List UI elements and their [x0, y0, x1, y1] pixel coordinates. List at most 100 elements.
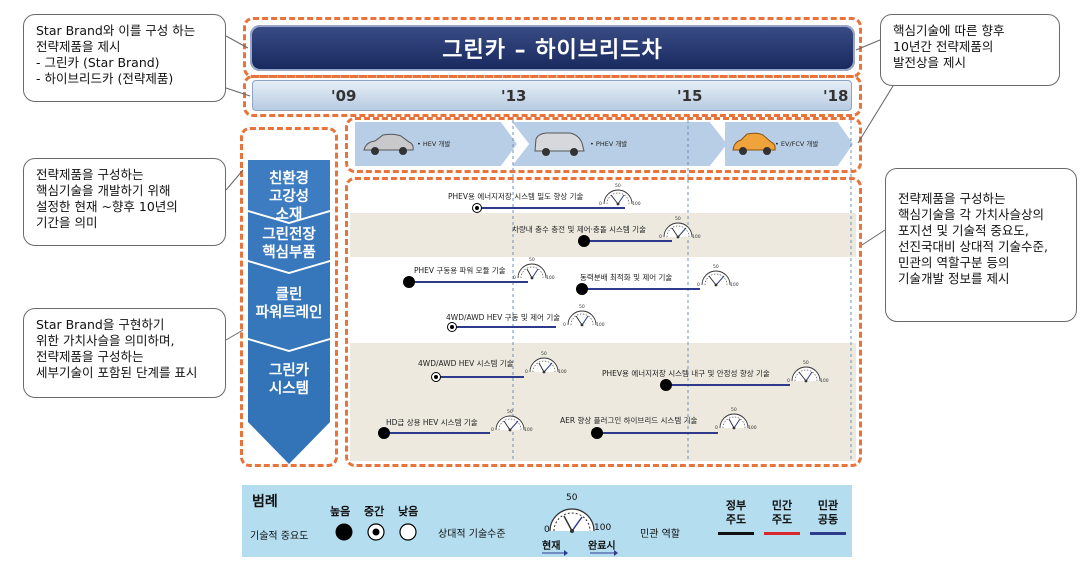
timeline-bar: '09 '13 '15 '18	[252, 80, 852, 111]
importance-dot-inner	[475, 206, 479, 210]
importance-dot	[660, 379, 672, 391]
product-hev: • HEV 개발	[355, 122, 517, 166]
relative-level-gauge-icon: 50 0 100	[563, 304, 605, 328]
svg-text:50: 50	[713, 264, 719, 270]
importance-dot	[576, 283, 588, 295]
legend-gauge-max: 100	[594, 523, 612, 533]
svg-text:50: 50	[541, 351, 547, 357]
legend-title: 범례	[252, 494, 278, 510]
car-phev-icon	[534, 132, 585, 156]
stage-electronics: 그린전장 핵심부품	[262, 227, 316, 261]
product-label: • PHEV 개발	[590, 140, 628, 148]
svg-text:0: 0	[715, 425, 718, 431]
legend-arrows-icon	[542, 550, 618, 556]
legend-line-joint	[810, 532, 846, 535]
svg-text:50: 50	[507, 409, 513, 415]
svg-text:100: 100	[524, 427, 533, 433]
legend-gauge-icon	[549, 508, 595, 533]
importance-dot-inner	[450, 325, 454, 329]
svg-text:50: 50	[615, 183, 621, 189]
svg-text:50: 50	[803, 360, 809, 366]
importance-dot	[378, 427, 390, 439]
stage-material: 친환경 고강성 소재	[268, 171, 310, 223]
svg-text:50: 50	[675, 216, 681, 222]
callout-bottom-left: Star Brand을 구현하기 위한 가치사슬을 의미하며, 전략제품을 구성…	[23, 308, 226, 398]
legend-current-label: 현재	[542, 541, 561, 552]
importance-circles-icon	[335, 523, 417, 541]
svg-text:0: 0	[491, 427, 494, 433]
stage-system: 그린카 시스템	[268, 363, 310, 397]
technology-label: PHEV용 에너지저장 시스템 내구 및 안정성 향상 기술	[602, 369, 770, 378]
legend-level-mid: 중간	[364, 505, 385, 518]
relative-level-gauge-icon: 50 0 100	[491, 409, 533, 433]
product-label: • EV/FCV 개발	[775, 140, 819, 148]
svg-text:100: 100	[596, 322, 605, 328]
callout-right: 전략제품을 구성하는 핵심기술을 각 가치사슬상의 포지션 및 기술적 중요도,…	[885, 168, 1077, 322]
technology-label: PHEV용 에너지저장 시스템 밀도 향상 기술	[448, 192, 584, 201]
legend-role-gov: 정부 주도	[725, 499, 747, 526]
band-system	[350, 343, 856, 461]
svg-text:50: 50	[731, 407, 737, 413]
relative-level-gauge-icon: 50 0 100	[697, 264, 739, 288]
legend-level-high: 높음	[330, 505, 351, 518]
page-title: 그린카 – 하이브리드차	[250, 25, 855, 71]
technology-label: PHEV 구동용 파워 모듈 기술	[414, 266, 506, 275]
svg-text:0: 0	[599, 201, 602, 207]
band-electronics	[350, 213, 856, 257]
technology-label: 차량내 충수 충전 및 제어·충돌 시스템 기술	[512, 225, 646, 234]
svg-text:0: 0	[659, 234, 662, 240]
svg-text:100: 100	[730, 282, 739, 288]
technology-label: HD급 상용 HEV 시스템 기술	[386, 418, 478, 427]
relative-level-gauge-icon: 50 0 100	[659, 216, 701, 240]
svg-text:0: 0	[563, 322, 566, 328]
legend-line-gov	[718, 532, 754, 535]
svg-text:0: 0	[697, 282, 700, 288]
legend-role-label: 민관 역할	[640, 529, 680, 540]
svg-text:100: 100	[820, 378, 829, 384]
importance-dot-inner	[434, 375, 438, 379]
svg-text:50: 50	[529, 257, 535, 263]
relative-level-gauge-icon: 50 0 100	[513, 257, 555, 281]
importance-dot	[591, 427, 603, 439]
legend-gauge-mid: 50	[566, 493, 578, 503]
product-label: • HEV 개발	[417, 140, 451, 148]
callout-mid-left: 전략제품을 구성하는 핵심기술을 개발하기 위해 설정한 현재 ~향후 10년의…	[23, 158, 226, 246]
svg-text:0: 0	[525, 369, 528, 375]
relative-level-gauge-icon: 50 0 100	[525, 351, 567, 375]
svg-text:0: 0	[513, 275, 516, 281]
legend-complete-label: 완료시	[588, 541, 616, 552]
legend-relative-label: 상대적 기술수준	[438, 529, 506, 540]
svg-text:100: 100	[546, 275, 555, 281]
year-label: '09	[331, 87, 357, 105]
technology-label: 4WD/AWD HEV 구동 및 제어 기술	[446, 313, 561, 322]
legend-role-joint: 민관 공동	[817, 499, 839, 526]
product-phev: • PHEV 개발	[512, 122, 727, 166]
year-label: '18	[823, 87, 849, 105]
legend-importance-label: 기술적 중요도	[250, 531, 309, 542]
band-powertrain	[350, 257, 856, 343]
technology-label: 4WD/AWD HEV 시스템 기술	[418, 359, 514, 368]
svg-text:50: 50	[579, 304, 585, 310]
importance-dot	[403, 276, 415, 288]
technology-label: 동력분배 최적화 및 제어 기술	[580, 273, 673, 282]
year-label: '15	[677, 87, 703, 105]
stage-powertrain: 클린 파워트레인	[255, 287, 323, 321]
callout-top-right: 핵심기술에 따른 향후 10년간 전략제품의 발전상을 제시	[880, 14, 1060, 86]
importance-dot	[578, 235, 590, 247]
svg-text:100: 100	[558, 369, 567, 375]
relative-level-gauge-icon: 50 0 100	[599, 183, 641, 207]
value-chain-frame	[240, 127, 338, 467]
legend-panel: 범례 기술적 중요도 높음 중간 낮음 상대적 기술수준 50 0 100 현재…	[242, 485, 852, 557]
svg-text:100: 100	[692, 234, 701, 240]
legend-level-low: 낮음	[398, 505, 419, 518]
legend-line-private	[764, 532, 800, 535]
product-ev: • EV/FCV 개발	[725, 122, 853, 166]
product-frame	[345, 117, 862, 173]
legend-role-private: 민간 주도	[771, 499, 793, 526]
svg-text:100: 100	[632, 201, 641, 207]
legend-gauge-zero: 0	[544, 525, 550, 535]
